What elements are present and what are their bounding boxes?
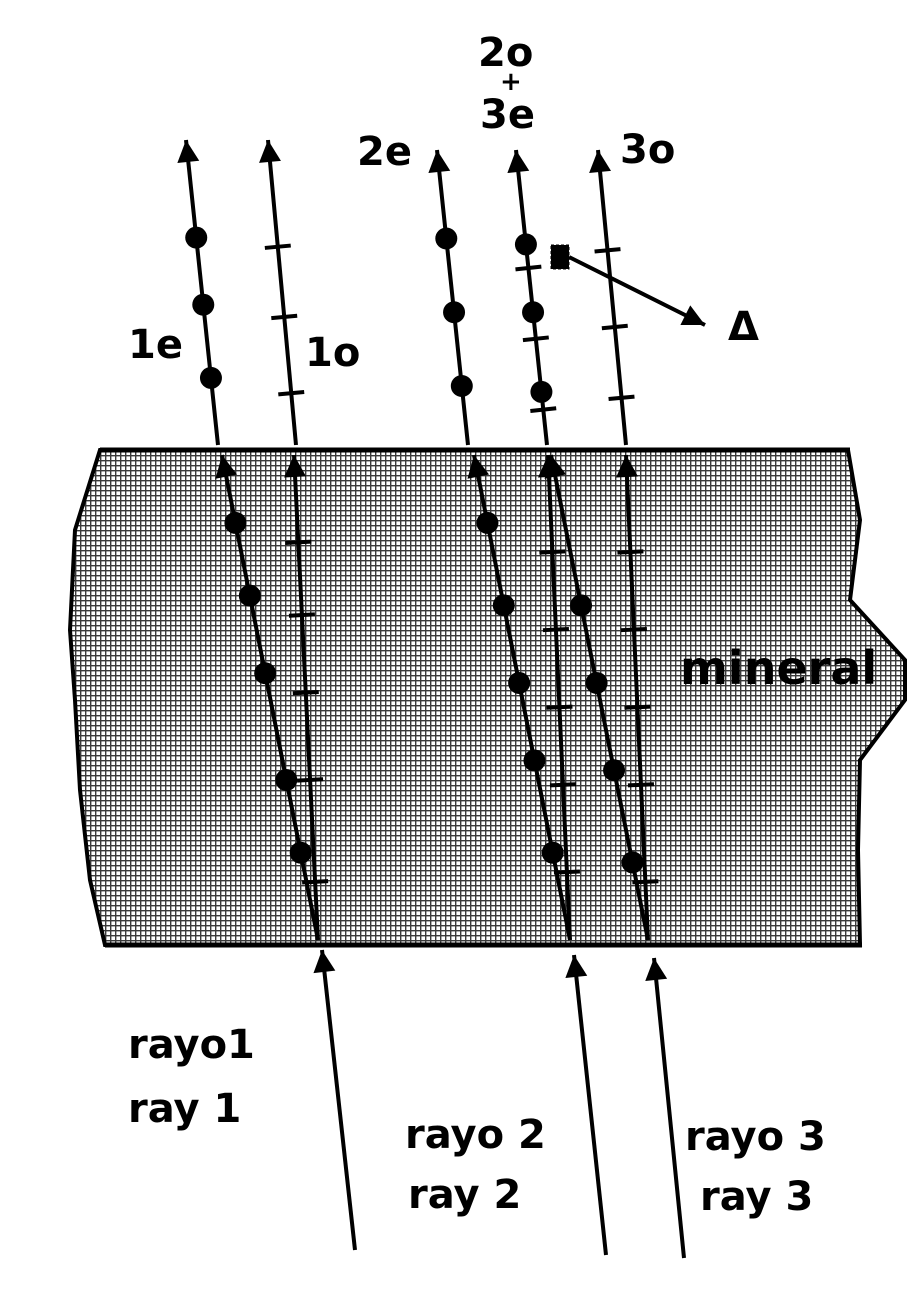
label-2o: 2o: [478, 30, 533, 76]
label-ray1: ray 1: [128, 1086, 241, 1132]
delta-marker: [550, 244, 570, 270]
ray-1e-inside-arrowhead: [215, 455, 238, 479]
label-mineral: mineral: [680, 641, 877, 695]
ray-1e-out-dot-3: [185, 226, 208, 249]
label-1e: 1e: [128, 322, 183, 368]
ray-3o-inside-tick-2: [627, 782, 655, 788]
label-ray2: ray 2: [408, 1172, 521, 1218]
ray-1o-inside: [292, 454, 320, 941]
ray-2o-inside-tick-4: [542, 627, 569, 633]
incident-ray-3-arrowhead: [645, 958, 668, 981]
ray-2e-inside-dot-3: [508, 671, 531, 694]
ray-1o-inside-tick-5: [285, 539, 312, 545]
label-rayo2: rayo 2: [405, 1112, 546, 1158]
ray-2e-out: [435, 149, 470, 446]
ray-3o-out-tick-2: [601, 323, 628, 331]
ray-3e-inside-arrowhead: [544, 455, 567, 479]
ray-1e-inside-dot-1: [289, 841, 312, 864]
ray-2e-inside-dot-1: [541, 841, 564, 864]
label-rayo1: rayo1: [128, 1022, 255, 1068]
ray-3o-inside-tick-4: [620, 627, 647, 633]
ray-2e-out-dot-2: [443, 301, 466, 324]
delta-arrow-arrowhead: [680, 305, 705, 325]
ray-2e-inside-arrowhead: [467, 455, 490, 479]
ray-3e-inside-dot-4: [570, 594, 593, 617]
ray-1e-inside-dot-3: [254, 662, 277, 685]
ray-1e-out-arrowhead: [177, 140, 200, 164]
label-rayo3: rayo 3: [685, 1114, 826, 1160]
ray-3e-inside-dot-2: [603, 759, 626, 782]
ray-3o-inside-arrowhead: [616, 455, 638, 478]
ray-1e-out-dot-1: [199, 366, 222, 389]
label-3e: 3e: [480, 92, 535, 138]
label-plus: +: [500, 67, 522, 97]
incident-ray-3: [652, 957, 686, 1259]
incident-ray-1-arrowhead: [313, 950, 336, 974]
ray-3o-out-arrowhead: [589, 150, 612, 173]
ray-3o-inside-tick-5: [617, 549, 644, 555]
ray-1o-inside-tick-2: [296, 777, 324, 783]
ray-2e-inside-dot-2: [523, 749, 546, 772]
ray-2e-inside-dot-5: [476, 511, 499, 534]
ray-3e-inside-dot-1: [621, 851, 644, 874]
label-3o: 3o: [620, 127, 675, 173]
ray-1o-inside-tick-4: [288, 612, 316, 618]
ray-3o-out-tick-1: [608, 394, 635, 402]
ray-2o-3e-out-tick-2: [522, 335, 549, 343]
ray-2e-out-dot-3: [435, 227, 458, 250]
label-ray3: ray 3: [700, 1174, 813, 1220]
ray-2o-3e-out-dot-3: [514, 233, 537, 256]
ray-1o-out: [266, 139, 298, 446]
ray-2e-out-dot-1: [450, 375, 473, 397]
ray-3o-inside: [624, 454, 650, 941]
ray-2e-inside-dot-4: [492, 594, 515, 617]
incident-ray-2-arrowhead: [565, 955, 588, 979]
ray-3o-inside-tick-1: [632, 879, 659, 885]
label-1o: 1o: [305, 330, 360, 376]
ray-2o-inside-tick-3: [546, 704, 573, 710]
ray-2o-inside-tick-5: [539, 549, 566, 555]
ray-1e-inside-dot-4: [238, 584, 261, 607]
ray-3e-inside-dot-3: [585, 671, 608, 694]
label-delta: Δ: [728, 304, 759, 350]
rays: [177, 139, 706, 1259]
label-2e: 2e: [357, 129, 412, 175]
mineral-slab: [67, 448, 907, 947]
ray-2e-out-arrowhead: [428, 150, 451, 174]
delta-arrow: [568, 255, 706, 327]
ray-2o-3e-out-dot-1: [530, 380, 553, 403]
ray-1e-out: [184, 139, 220, 446]
ray-2o-3e-out-tick-1: [530, 406, 557, 413]
ray-2o-3e-out-arrowhead: [507, 150, 530, 174]
ray-1o-inside-arrowhead: [284, 455, 307, 478]
ray-1o-out-tick-1: [278, 389, 305, 397]
incident-ray-2: [572, 954, 608, 1256]
ray-2o-3e-out-tick-3: [515, 264, 542, 272]
ray-1e-inside-dot-5: [224, 511, 247, 534]
incident-ray-1: [320, 949, 357, 1251]
ray-1o-out-tick-3: [264, 243, 291, 250]
ray-2o-inside-tick-1: [553, 869, 580, 875]
ray-1o-inside-tick-1: [302, 879, 329, 885]
ray-3o-out-tick-3: [594, 247, 621, 254]
ray-3o-out: [596, 149, 628, 446]
ray-1o-inside-tick-3: [292, 690, 319, 696]
ray-3o-inside-tick-3: [624, 704, 651, 710]
ray-2o-3e-out-dot-2: [522, 301, 545, 324]
ray-1o-out-tick-2: [271, 313, 298, 321]
ray-1o-out-arrowhead: [259, 140, 281, 163]
ray-1e-out-dot-2: [192, 293, 215, 316]
ray-2o-inside-tick-2: [549, 782, 577, 788]
ray-2o-inside: [546, 454, 572, 941]
ray-1e-inside-dot-2: [275, 768, 298, 791]
